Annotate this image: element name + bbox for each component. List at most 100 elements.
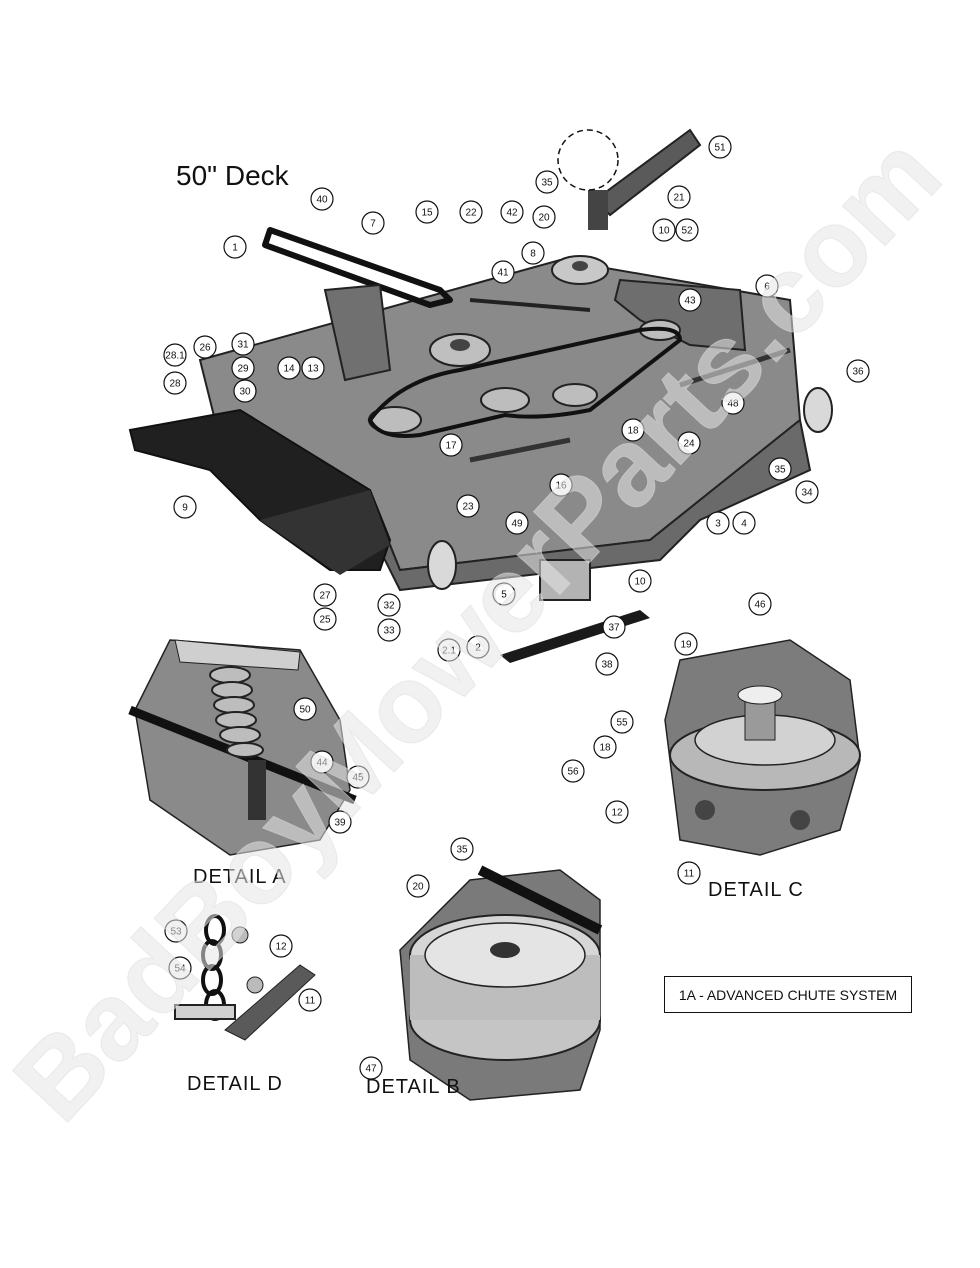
svg-text:18: 18 <box>627 426 639 437</box>
svg-text:31: 31 <box>237 340 249 351</box>
svg-text:28.1: 28.1 <box>165 351 185 362</box>
callout-38: 38 <box>595 652 619 676</box>
callout-37: 37 <box>602 615 626 639</box>
callout-30: 30 <box>233 379 257 403</box>
svg-text:20: 20 <box>412 882 424 893</box>
svg-text:26: 26 <box>199 343 211 354</box>
svg-text:27: 27 <box>319 591 331 602</box>
callout-31: 31 <box>231 332 255 356</box>
callout-39: 39 <box>328 810 352 834</box>
callout-3: 3 <box>706 511 730 535</box>
callout-7: 7 <box>361 211 385 235</box>
callout-10: 10 <box>628 569 652 593</box>
svg-text:1: 1 <box>232 243 238 254</box>
svg-text:37: 37 <box>608 623 620 634</box>
callout-35: 35 <box>768 457 792 481</box>
svg-text:40: 40 <box>316 195 328 206</box>
callout-28-1: 28.1 <box>163 343 187 367</box>
svg-text:6: 6 <box>764 282 770 293</box>
svg-text:55: 55 <box>616 718 628 729</box>
callout-36: 36 <box>846 359 870 383</box>
svg-text:22: 22 <box>465 208 477 219</box>
svg-text:11: 11 <box>305 996 316 1007</box>
svg-text:2.1: 2.1 <box>442 646 456 657</box>
callout-32: 32 <box>377 593 401 617</box>
callout-40: 40 <box>310 187 334 211</box>
callout-10: 10 <box>652 218 676 242</box>
callout-9: 9 <box>173 495 197 519</box>
callout-50: 50 <box>293 697 317 721</box>
svg-text:17: 17 <box>445 441 457 452</box>
svg-text:21: 21 <box>673 193 685 204</box>
svg-text:16: 16 <box>555 481 567 492</box>
callout-26: 26 <box>193 335 217 359</box>
callout-4: 4 <box>732 511 756 535</box>
callout-18: 18 <box>621 418 645 442</box>
diagram-title: 50" Deck <box>176 160 289 191</box>
svg-text:41: 41 <box>497 268 509 279</box>
svg-text:24: 24 <box>683 439 695 450</box>
callout-41: 41 <box>491 260 515 284</box>
callout-20: 20 <box>406 874 430 898</box>
callout-15: 15 <box>415 200 439 224</box>
callout-33: 33 <box>377 618 401 642</box>
callout-55: 55 <box>610 710 634 734</box>
svg-text:43: 43 <box>684 296 696 307</box>
svg-text:18: 18 <box>599 743 611 754</box>
callout-14: 14 <box>277 356 301 380</box>
svg-text:15: 15 <box>421 208 433 219</box>
svg-text:34: 34 <box>801 488 813 499</box>
callout-43: 43 <box>678 288 702 312</box>
advanced-chute-system-label: 1A - ADVANCED CHUTE SYSTEM <box>664 976 912 1013</box>
callout-47: 47 <box>359 1056 383 1080</box>
svg-text:7: 7 <box>370 219 376 230</box>
svg-text:8: 8 <box>530 249 536 260</box>
svg-text:20: 20 <box>538 213 550 224</box>
svg-text:35: 35 <box>456 845 468 856</box>
callout-5: 5 <box>492 582 516 606</box>
svg-text:32: 32 <box>383 601 395 612</box>
detail-b-illustration <box>399 865 603 1101</box>
callout-48: 48 <box>721 391 745 415</box>
svg-text:56: 56 <box>567 767 579 778</box>
svg-text:5: 5 <box>501 590 507 601</box>
callout-22: 22 <box>459 200 483 224</box>
callout-46: 46 <box>748 592 772 616</box>
deck-assembly <box>128 128 833 663</box>
svg-text:35: 35 <box>774 465 786 476</box>
callout-12: 12 <box>605 800 629 824</box>
svg-text:13: 13 <box>307 364 319 375</box>
callout-20: 20 <box>532 205 556 229</box>
svg-text:23: 23 <box>462 502 474 513</box>
svg-text:14: 14 <box>283 364 295 375</box>
svg-text:9: 9 <box>182 503 188 514</box>
callout-35: 35 <box>450 837 474 861</box>
callout-28: 28 <box>163 371 187 395</box>
callout-11: 11 <box>298 988 322 1012</box>
svg-text:51: 51 <box>714 143 726 154</box>
svg-text:54: 54 <box>174 964 186 975</box>
callout-12: 12 <box>269 934 293 958</box>
svg-text:38: 38 <box>601 660 613 671</box>
svg-text:44: 44 <box>316 758 328 769</box>
callout-35: 35 <box>535 170 559 194</box>
callout-27: 27 <box>313 583 337 607</box>
detail-d-label: DETAIL D <box>187 1073 283 1095</box>
callout-6: 6 <box>755 274 779 298</box>
callout-45: 45 <box>346 765 370 789</box>
callout-11: 11 <box>677 861 701 885</box>
svg-text:28: 28 <box>169 379 181 390</box>
svg-text:10: 10 <box>658 226 670 237</box>
svg-text:45: 45 <box>352 773 364 784</box>
svg-text:30: 30 <box>239 387 251 398</box>
callout-44: 44 <box>310 750 334 774</box>
svg-text:29: 29 <box>237 364 249 375</box>
svg-text:19: 19 <box>680 640 692 651</box>
svg-text:2: 2 <box>475 643 481 654</box>
callout-53: 53 <box>164 919 188 943</box>
svg-text:36: 36 <box>852 367 864 378</box>
callout-49: 49 <box>505 511 529 535</box>
svg-text:11: 11 <box>684 869 695 880</box>
svg-text:35: 35 <box>541 178 553 189</box>
